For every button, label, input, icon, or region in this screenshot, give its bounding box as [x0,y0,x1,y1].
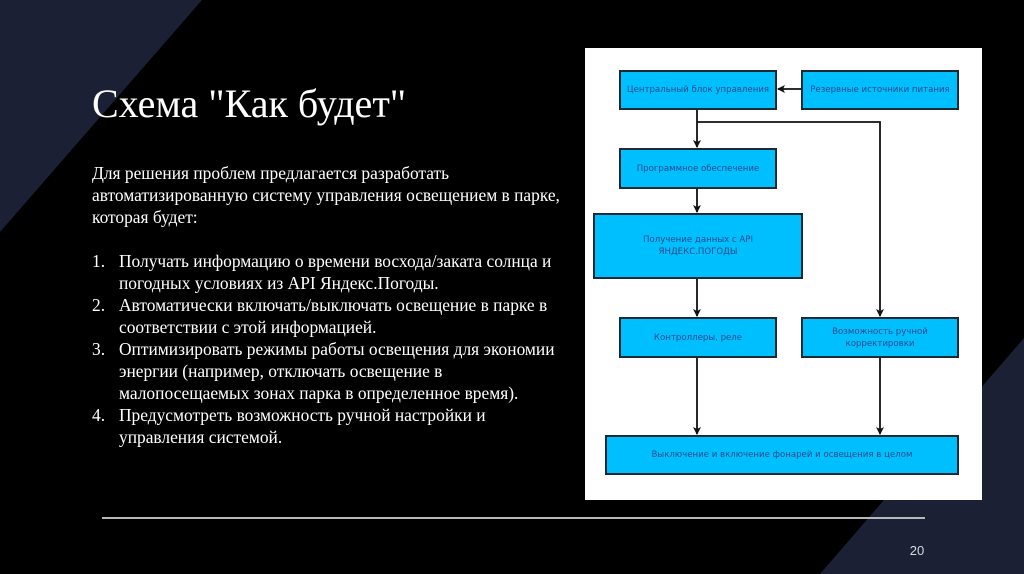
list-item-text: Получать информацию о времени восхода/за… [119,251,552,293]
node-lighting-output: Выключение и включение фонарей и освещен… [605,435,959,475]
slide-body: Для решения проблем предлагается разрабо… [92,162,572,448]
node-controllers-relays: Контроллеры, реле [619,317,777,358]
diagram-connectors [693,85,884,435]
list-item-number: 1. [92,251,106,271]
node-yandex-weather-api: Получение данных с API ЯНДЕКС.ПОГОДЫ [593,213,803,279]
list-item-number: 3. [92,339,106,359]
list-item-text: Автоматически включать/выключать освещен… [119,295,548,337]
list-item: 1. Получать информацию о времени восхода… [92,250,572,294]
list-item: 3. Оптимизировать режимы работы освещени… [92,338,572,404]
list-item-number: 2. [92,295,106,315]
list-item-text: Предусмотреть возможность ручной настрой… [119,405,486,447]
page-number: 20 [909,543,925,558]
list-item: 4. Предусмотреть возможность ручной наст… [92,404,572,448]
list-item: 2. Автоматически включать/выключать осве… [92,294,572,338]
node-manual-adjustment: Возможность ручной корректировки [801,317,959,358]
arrow-central-to-manual [697,121,884,317]
top-left-navy-triangle [0,0,202,232]
footer-separator [102,517,925,519]
list-item-text: Оптимизировать режимы работы освещения д… [119,339,555,403]
requirements-list: 1. Получать информацию о времени восхода… [92,250,572,448]
diagram-panel: Центральный блок управления Резервные ис… [585,48,982,500]
node-software: Программное обеспечение [619,148,777,189]
list-item-number: 4. [92,405,106,425]
node-central-control-unit: Центральный блок управления [619,70,777,110]
node-backup-power: Резервные источники питания [801,70,959,110]
slide-title: Схема "Как будет" [92,81,407,126]
intro-paragraph: Для решения проблем предлагается разрабо… [92,163,560,227]
